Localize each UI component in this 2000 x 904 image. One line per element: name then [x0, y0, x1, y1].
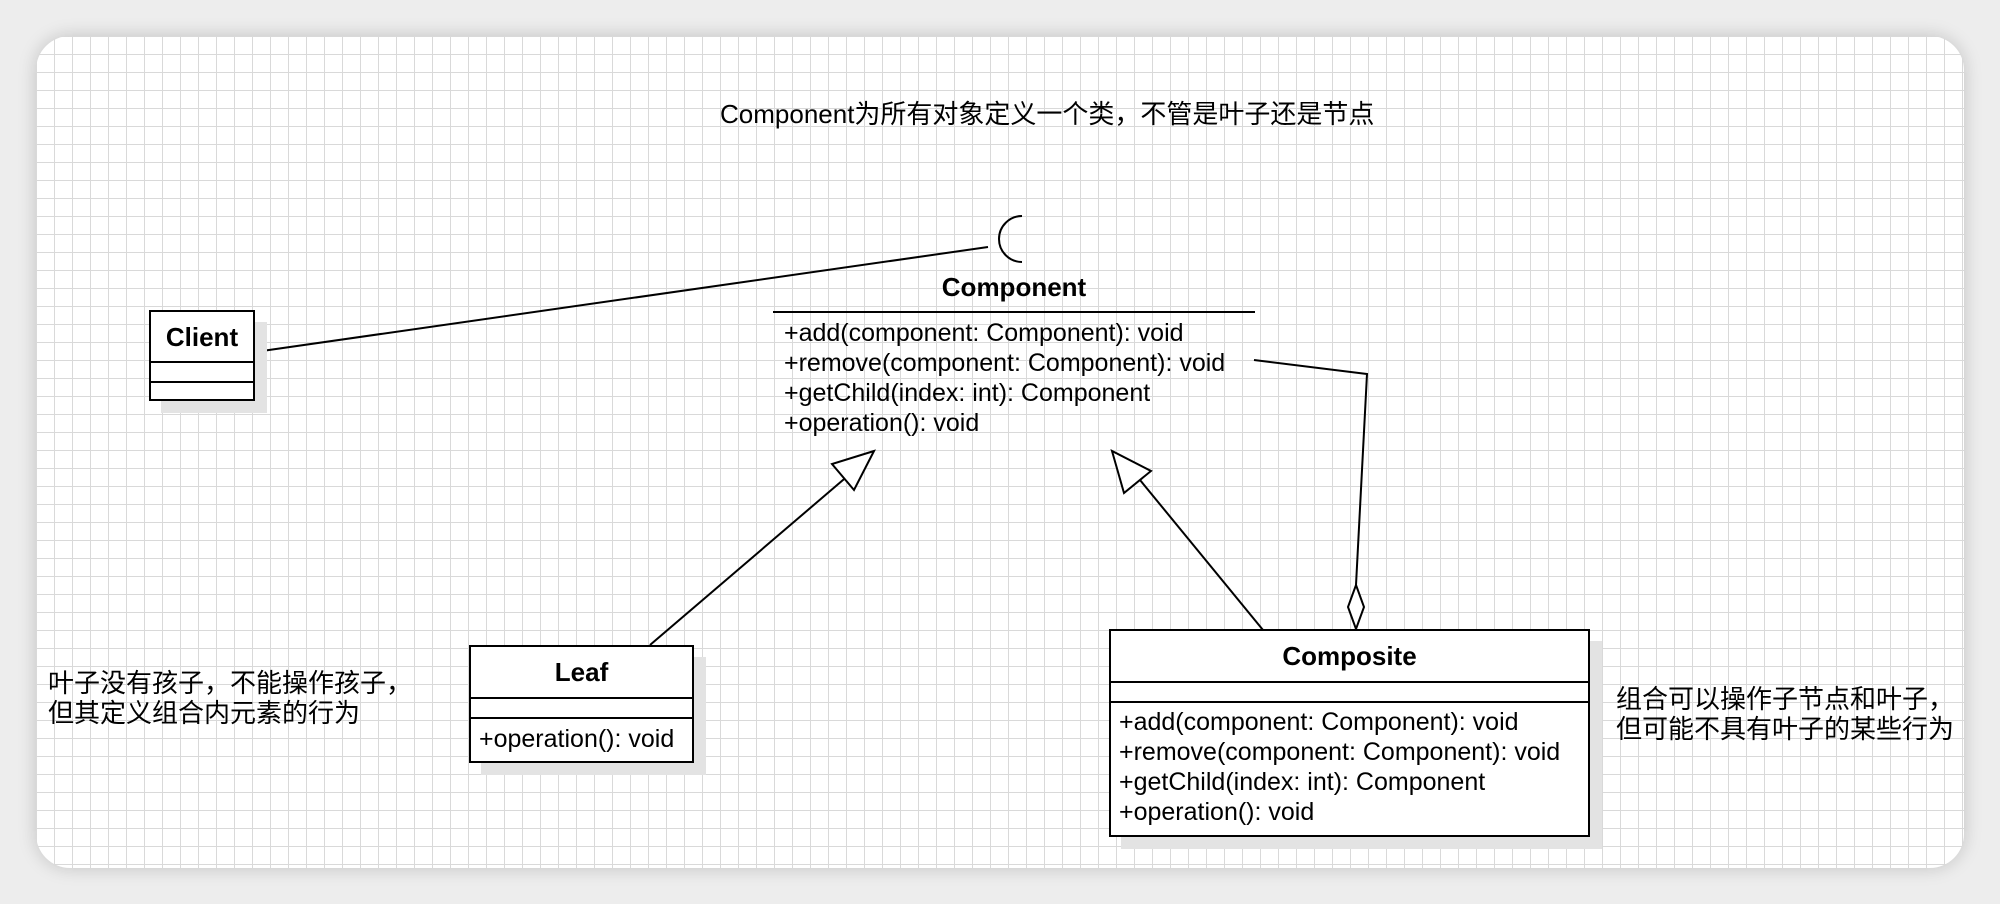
component-op-add: +add(component: Component): void — [784, 319, 1184, 347]
composite-note-line2: 但可能不具有叶子的某些行为 — [1616, 714, 1955, 744]
composite-operations: +add(component: Component): void +remove… — [1111, 703, 1588, 827]
client-class-name: Client — [151, 312, 253, 363]
composite-attributes — [1111, 683, 1588, 703]
client-operations — [151, 383, 253, 399]
composite-op-operation: +operation(): void — [1119, 798, 1315, 826]
client-attributes — [151, 363, 253, 383]
leaf-note: 叶子没有孩子，不能操作孩子， 但其定义组合内元素的行为 — [48, 668, 412, 728]
leaf-class-name: Leaf — [471, 647, 692, 699]
leaf-op-operation: +operation(): void — [479, 725, 675, 753]
leaf-attributes — [471, 699, 692, 719]
leaf-class: Leaf +operation(): void — [469, 645, 694, 763]
diagram-canvas — [36, 36, 1964, 868]
composite-note: 组合可以操作子节点和叶子， 但可能不具有叶子的某些行为 — [1616, 684, 1954, 744]
diagram-title: Component为所有对象定义一个类，不管是叶子还是节点 — [720, 99, 1375, 129]
composite-note-line1: 组合可以操作子节点和叶子， — [1616, 684, 1955, 714]
component-class-name: Component — [941, 272, 1087, 302]
component-op-getchild: +getChild(index: int): Component — [784, 379, 1151, 407]
component-op-remove: +remove(component: Component): void — [784, 349, 1226, 377]
composite-op-remove: +remove(component: Component): void — [1119, 738, 1561, 766]
component-op-operation: +operation(): void — [784, 409, 980, 437]
leaf-note-line1: 叶子没有孩子，不能操作孩子， — [48, 668, 413, 698]
leaf-operations: +operation(): void — [471, 719, 692, 754]
composite-class-name: Composite — [1111, 631, 1588, 683]
composite-op-getchild: +getChild(index: int): Component — [1119, 768, 1486, 796]
composite-op-add: +add(component: Component): void — [1119, 708, 1519, 736]
component-operations: +add(component: Component): void +remove… — [776, 318, 1225, 438]
leaf-note-line2: 但其定义组合内元素的行为 — [48, 698, 361, 728]
composite-class: Composite +add(component: Component): vo… — [1109, 629, 1590, 837]
client-class: Client — [149, 310, 255, 401]
